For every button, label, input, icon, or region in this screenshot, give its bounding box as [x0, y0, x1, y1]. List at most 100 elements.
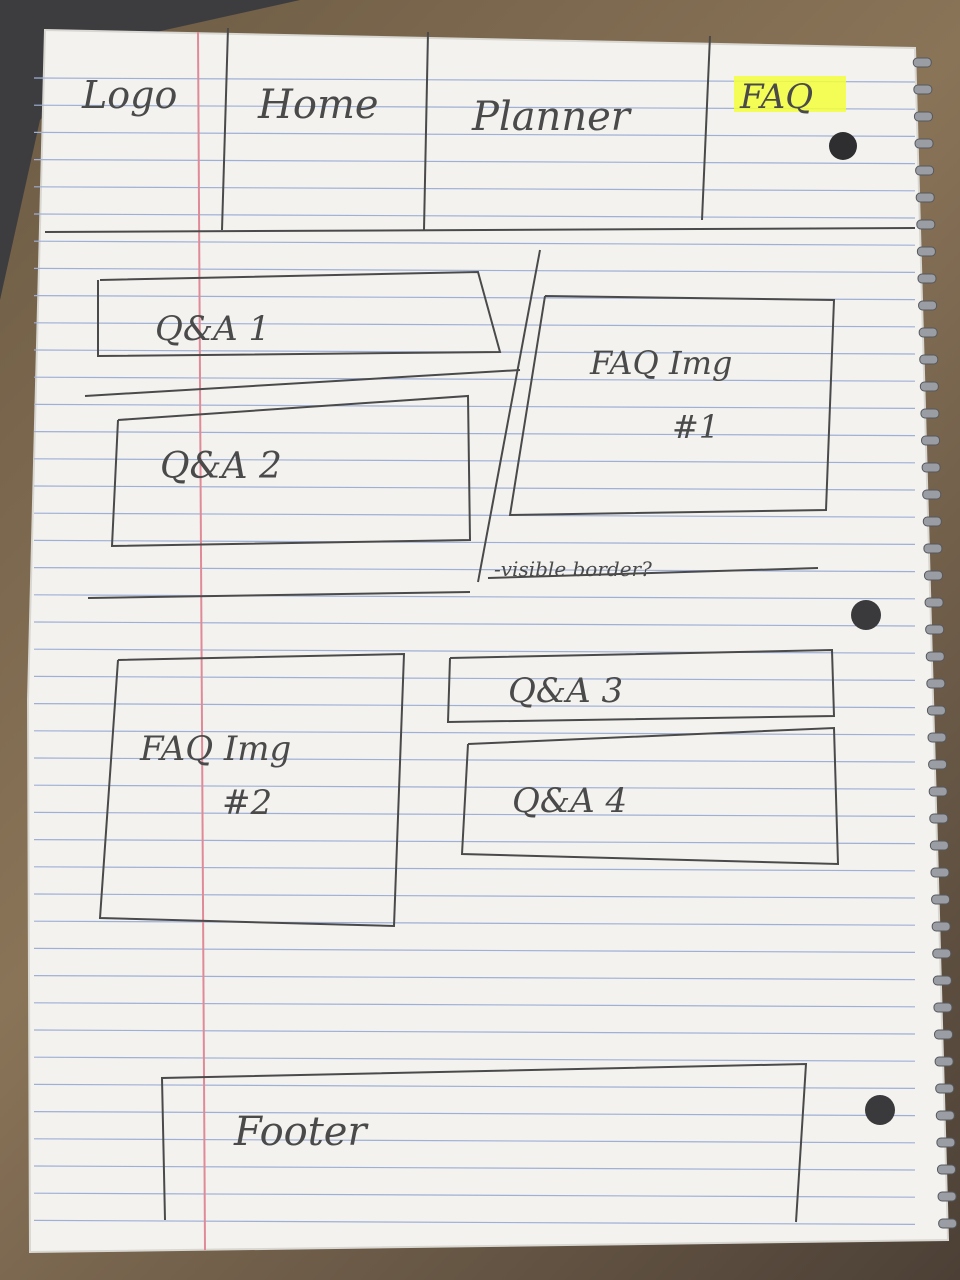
rule-line: [33, 131, 916, 137]
rule-line: [33, 648, 916, 654]
spiral-ring: [929, 813, 949, 824]
spiral-ring: [926, 678, 946, 689]
faq-highlight: [734, 76, 846, 112]
spiral-ring: [926, 705, 946, 716]
spiral-ring: [925, 651, 945, 662]
qa-2-label[interactable]: Q&A 2: [160, 446, 282, 487]
spiral-ring: [936, 1137, 956, 1148]
rule-line: [33, 1002, 916, 1008]
spiral-ring: [921, 462, 941, 473]
spiral-ring: [937, 1191, 957, 1202]
rule-line: [33, 594, 916, 600]
spiral-ring: [935, 1083, 955, 1094]
faq-img-1-number: #1: [672, 408, 719, 446]
hole-punch: [865, 1095, 895, 1125]
rule-line: [33, 838, 916, 845]
spiral-ring: [928, 786, 948, 797]
spiral-ring: [918, 327, 938, 338]
spiral-ring: [932, 975, 952, 986]
spiral-ring: [914, 138, 934, 149]
rule-line: [33, 186, 916, 192]
rule-line: [33, 431, 916, 437]
spiral-ring: [935, 1110, 955, 1121]
nav-logo[interactable]: Logo: [81, 73, 177, 117]
rule-line: [33, 757, 916, 763]
section-2-sketch: [98, 648, 840, 928]
rule-line: [33, 1083, 916, 1090]
spiral-ring: [931, 894, 951, 905]
spiral-ring: [920, 408, 940, 419]
rule-line: [33, 458, 916, 464]
rule-line: [33, 811, 916, 818]
margin-line: [197, 31, 206, 1251]
spiral-ring: [919, 354, 939, 365]
rule-line: [33, 1110, 916, 1117]
spiral-ring: [919, 381, 939, 392]
rule-line: [33, 893, 916, 899]
rule-line: [33, 866, 916, 872]
footer-sketch: [160, 1062, 808, 1223]
spiral-ring: [921, 435, 941, 446]
rule-line: [33, 1219, 916, 1226]
ruled-lines: [33, 77, 916, 1226]
faq-img-2-label: FAQ Img: [139, 729, 291, 769]
hole-punch: [851, 600, 881, 630]
footer-label[interactable]: Footer: [233, 1109, 369, 1155]
nav-planner[interactable]: Planner: [471, 94, 633, 140]
qa-4-label[interactable]: Q&A 4: [512, 781, 627, 821]
rule-line: [33, 702, 916, 709]
rule-line: [33, 920, 916, 926]
spiral-ring: [931, 921, 951, 932]
spiral-ring: [927, 732, 947, 743]
spiral-ring: [932, 948, 952, 959]
spiral-binding: [912, 57, 958, 1229]
notebook-page: [26, 28, 958, 1254]
rule-line: [33, 1165, 916, 1171]
spiral-ring: [922, 516, 942, 527]
spiral-ring: [928, 759, 948, 770]
spiral-ring: [938, 1218, 958, 1229]
spiral-ring: [916, 219, 936, 230]
spiral-ring: [934, 1056, 954, 1067]
spiral-ring: [934, 1029, 954, 1040]
faq-img-1-label: FAQ Img: [589, 344, 732, 382]
faq-img-2-number: #2: [222, 783, 272, 823]
spiral-ring: [916, 246, 936, 257]
qa-1-label[interactable]: Q&A 1: [155, 309, 270, 349]
spiral-ring: [929, 840, 949, 851]
hole-punch: [829, 132, 857, 160]
spiral-ring: [922, 489, 942, 500]
rule-line: [33, 730, 916, 736]
rule-line: [33, 403, 916, 409]
rule-line: [33, 240, 916, 246]
spiral-ring: [936, 1164, 956, 1175]
rule-line: [33, 947, 916, 954]
spiral-ring: [913, 111, 933, 122]
spiral-ring: [918, 300, 938, 311]
rule-line: [33, 376, 916, 382]
spiral-ring: [912, 57, 932, 68]
nav-home[interactable]: Home: [257, 82, 379, 128]
nav-faq[interactable]: FAQ: [739, 77, 813, 117]
rule-line: [33, 485, 916, 491]
rule-line: [33, 1192, 916, 1198]
spiral-ring: [933, 1002, 953, 1013]
nav-bar-sketch: [44, 27, 916, 233]
spiral-ring: [913, 84, 933, 95]
spiral-ring: [930, 867, 950, 878]
rule-line: [33, 1029, 916, 1035]
rule-line: [33, 1138, 916, 1144]
rule-line: [33, 566, 916, 573]
rule-line: [33, 159, 916, 165]
spiral-ring: [923, 543, 943, 554]
rule-line: [33, 1056, 916, 1062]
section-1-sketch: [84, 249, 836, 599]
rule-line: [33, 512, 916, 518]
rule-line: [33, 675, 916, 682]
visible-border-note: -visible border?: [494, 557, 652, 581]
spiral-ring: [923, 570, 943, 581]
spiral-ring: [925, 624, 945, 635]
rule-line: [33, 621, 916, 627]
qa-3-label[interactable]: Q&A 3: [508, 671, 623, 711]
